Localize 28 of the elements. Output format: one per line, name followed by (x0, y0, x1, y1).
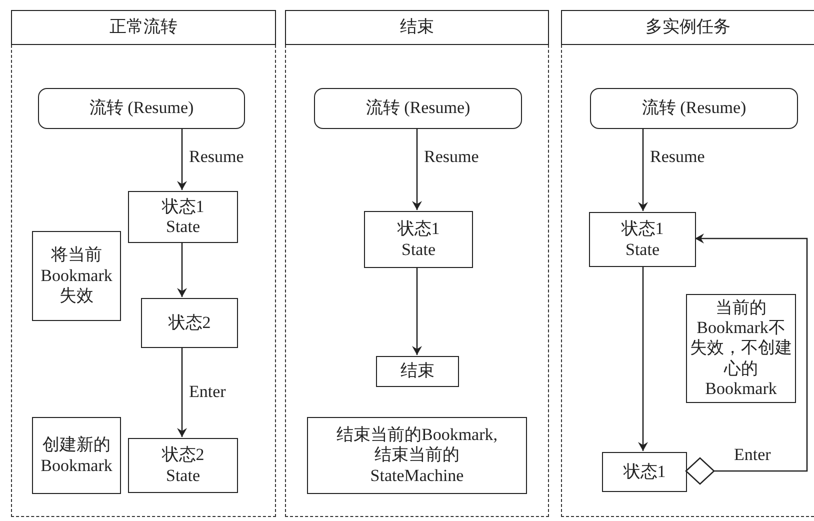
state-box: 状态1 State (589, 212, 696, 267)
state-box: 将当前Bookmark失效 (32, 231, 121, 321)
state-box: 创建新的Bookmark (32, 417, 121, 494)
start-box: 流转 (Resume) (314, 88, 522, 129)
start-box: 流转 (Resume) (590, 88, 798, 129)
swimlane (561, 10, 814, 517)
arrow (412, 267, 422, 355)
state-box: 状态1 (602, 452, 687, 492)
swimlane (285, 10, 549, 517)
state-box: 状态2 State (128, 438, 238, 493)
arrow (638, 266, 648, 451)
lane-header: 正常流转 (11, 10, 276, 45)
arrow (638, 128, 648, 211)
arrow (685, 234, 808, 485)
lane-header: 结束 (285, 10, 549, 45)
arrow (412, 128, 422, 210)
start-box: 流转 (Resume) (38, 88, 245, 129)
lane-header: 多实例任务 (561, 10, 814, 45)
state-box: 结束 (376, 356, 459, 387)
state-box: 状态1 State (128, 191, 238, 243)
state-box: 结束当前的Bookmark, 结束当前的StateMachine (307, 417, 527, 494)
state-box: 当前的Bookmark不失效，不创建心的Bookmark (686, 294, 796, 403)
state-box: 状态1 State (364, 211, 473, 268)
arrow (177, 347, 187, 437)
arrow (177, 242, 187, 297)
state-box: 状态2 (141, 298, 238, 348)
swimlane (11, 10, 276, 517)
arrow (177, 128, 187, 190)
